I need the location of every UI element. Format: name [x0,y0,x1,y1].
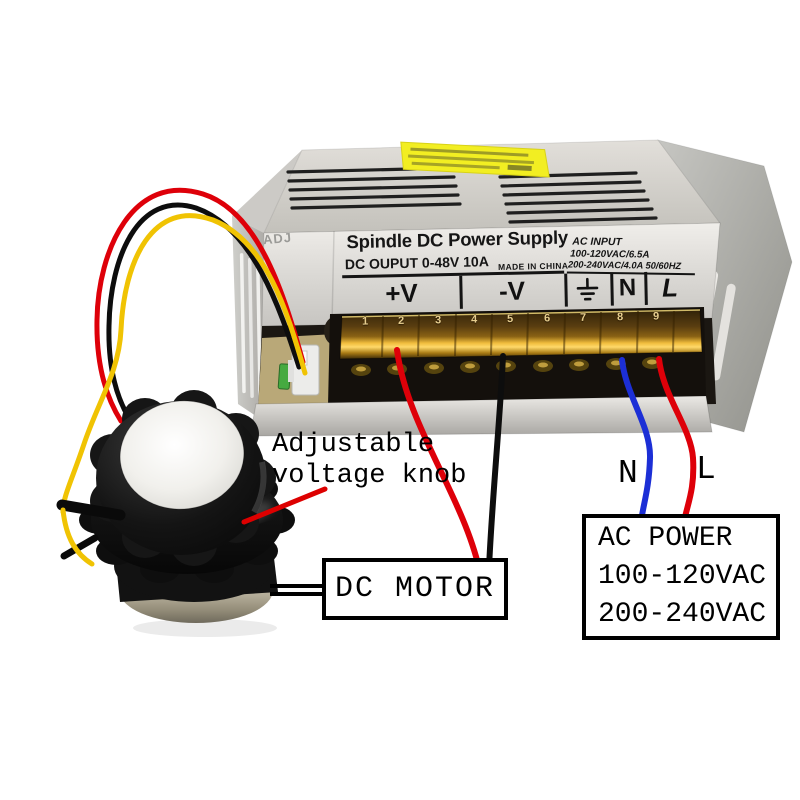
pot-lug [56,499,126,521]
terminal-number: 5 [506,313,514,326]
terminal-number: 2 [398,314,405,328]
neutral-wire-label: N [618,455,638,492]
psu-case [232,139,793,437]
left-vent-slots [239,253,262,401]
terminal-number: 4 [471,313,478,326]
ac-input-line1: 100-120VAC/6.5A [570,248,650,261]
psu-output-rating: DC OUPUT 0-48V 10A [344,253,490,273]
terminal-label-plus-v: +V [384,277,419,309]
terminal-label-row: +V -V N L [261,271,702,313]
ac-power-box: AC POWER 100-120VAC 200-240VAC [582,514,780,640]
pot-wire-yellow [60,213,308,515]
dc-negative-wire [486,353,506,571]
psu-title: Spindle DC Power Supply [346,226,569,253]
pot-wires [60,187,308,515]
ac-input-heading: AC INPUT [572,235,622,249]
terminal-number: 3 [435,314,442,327]
knob-annotation-line1: Adjustable [272,430,435,460]
knob-annotation: Adjustable voltage knob [272,430,466,492]
terminal-label-line: L [661,272,679,303]
motor-connector-line [270,592,324,596]
dc-motor-label: DC MOTOR [334,572,496,606]
dc-positive-wire [394,347,482,571]
spec-sticker [400,141,550,178]
terminal-number: 8 [616,311,624,324]
terminal-number: 6 [543,312,551,325]
ac-power-range1: 100-120VAC [598,561,767,592]
motor-connector-line [270,584,324,588]
top-vents [286,166,658,224]
ac-power-title: AC POWER [598,523,733,554]
terminal-number: 9 [652,310,660,323]
terminal-wires [394,347,697,571]
pot-wire-red [94,187,306,424]
terminal-block [328,307,706,406]
earth-ground-icon [576,277,599,301]
ac-input-line2: 200-240VAC/4.0A 50/60HZ [567,259,682,272]
terminal-number: 1 [362,315,369,328]
knob-top-face [119,400,245,510]
knob-pointer-line [241,486,328,525]
ac-power-range2: 200-240VAC [598,599,767,630]
terminal-label-ground [566,273,609,307]
ac-neutral-wire [619,357,654,525]
adj-etched-label: ADJ [262,229,293,248]
psu-front-label: Spindle DC Power Supply DC OUPUT 0-48V 1… [260,210,732,324]
ac-line-wire [656,356,697,525]
terminal-number: 7 [579,311,587,324]
pot-wire-black [106,202,302,421]
line-wire-label: L [696,451,716,488]
terminal-label-neutral: N [618,274,637,302]
knob-annotation-line2: voltage knob [272,461,467,491]
terminal-label-minus-v: -V [498,275,526,307]
voltage-knob [56,390,295,637]
dc-motor-box: DC MOTOR [322,558,508,620]
